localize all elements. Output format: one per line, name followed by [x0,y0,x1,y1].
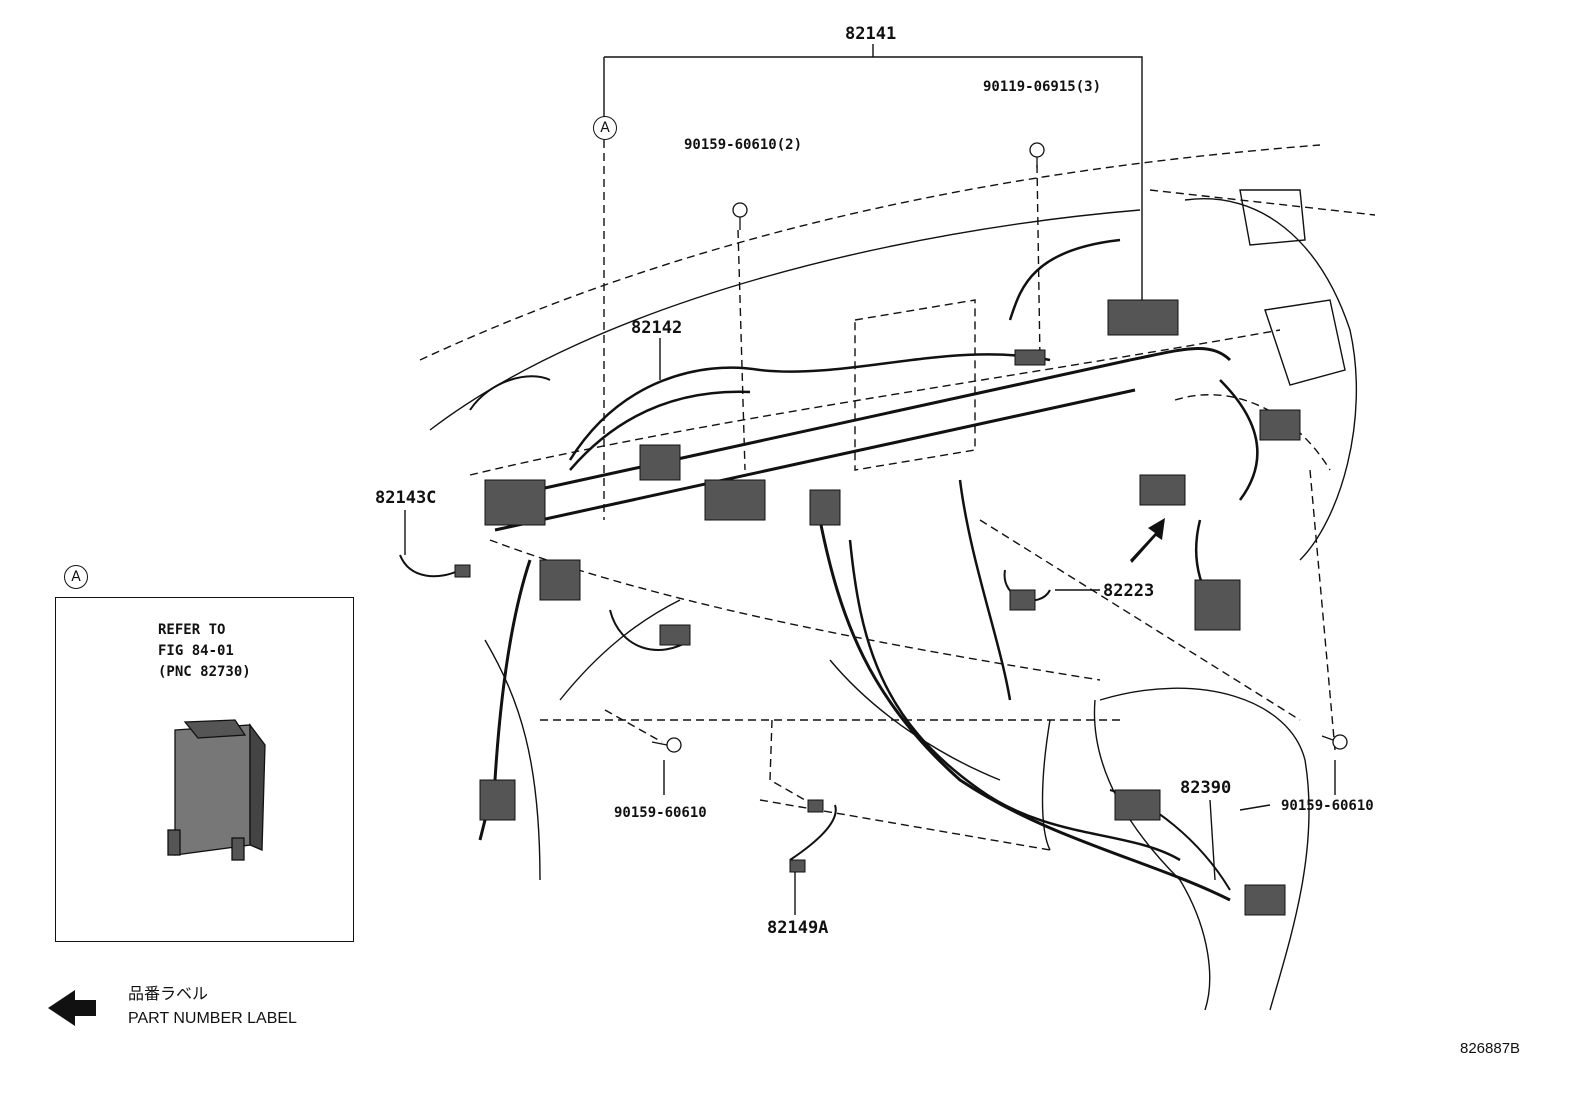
legend-label-en: PART NUMBER LABEL [128,1010,297,1027]
part-label-bolt-90119-06915-3: 90119-06915(3) [983,79,1102,95]
figure-id: 826887B [1460,1040,1521,1057]
part-label-82143c: 82143C [375,488,437,508]
part-label-bolt-90159-60610-center: 90159-60610 [614,805,707,821]
part-label-82142: 82142 [631,318,683,338]
inset-refer-line1: REFER TO [158,622,226,638]
part-label-82149a: 82149A [767,918,829,938]
legend-label-ja: 品番ラベル [128,986,209,1003]
inset-panel: REFER TO FIG 84-01 (PNC 82730) [55,597,354,942]
part-label-82390: 82390 [1180,778,1232,798]
inset-refer-line2: FIG 84-01 [158,643,234,659]
inset-callout-a: A [64,565,88,589]
part-label-82223: 82223 [1103,581,1155,601]
left-arrow-icon [48,990,96,1026]
inset-refer-line3: (PNC 82730) [158,664,251,680]
part-label-bolt-90159-60610-2: 90159-60610(2) [684,137,803,153]
part-label-82141: 82141 [845,24,897,44]
callout-a: A [593,116,617,140]
part-label-bolt-90159-60610-right: 90159-60610 [1281,798,1374,814]
